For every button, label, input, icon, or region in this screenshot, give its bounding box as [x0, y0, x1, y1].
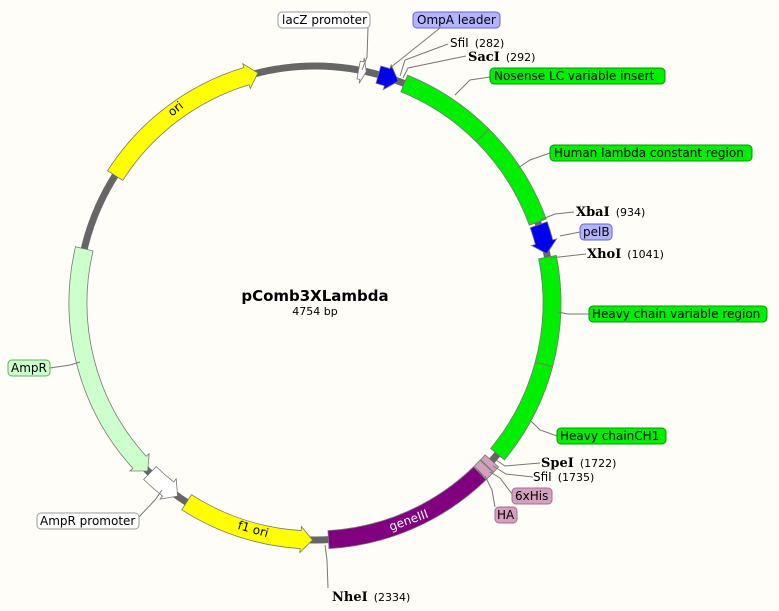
feature-ompa-leader[interactable] — [375, 63, 399, 91]
site-nhei[interactable]: NheI(2334) — [332, 590, 410, 605]
plasmid-length: 4754 bp — [292, 305, 337, 318]
svg-text:NheI(2334): NheI(2334) — [332, 590, 410, 605]
svg-text:HA: HA — [497, 508, 515, 522]
label-ompa-leader[interactable]: OmpA leader — [412, 11, 501, 29]
features — [68, 57, 562, 554]
svg-text:XbaI(934): XbaI(934) — [576, 205, 645, 220]
label-pelb[interactable]: pelB — [579, 223, 613, 241]
feature-heavy-chainch1[interactable] — [490, 361, 554, 461]
label-human-lambda[interactable]: Human lambda constant region — [549, 144, 753, 162]
svg-text:AmpR: AmpR — [11, 361, 47, 375]
svg-text:XhoI(1041): XhoI(1041) — [587, 247, 664, 262]
label-heavy-variable[interactable]: Heavy chain variable region — [588, 305, 768, 323]
label-nosense-lc[interactable]: Nosense LC variable insert — [489, 67, 666, 85]
label-ampr-promoter[interactable]: AmpR promoter — [36, 512, 140, 530]
feature-ampr-promoter[interactable] — [143, 466, 179, 500]
feature-pelb[interactable] — [529, 221, 558, 255]
feature-ha[interactable] — [473, 459, 494, 480]
label-heavy-ch1[interactable]: Heavy chainCH1 — [556, 427, 667, 445]
label-ampr[interactable]: AmpR — [7, 359, 51, 377]
feature-geneiii[interactable] — [327, 466, 487, 550]
leader-lines — [49, 27, 589, 589]
label-lacz-promoter[interactable]: lacZ promoter — [277, 11, 371, 29]
site-sfii-282[interactable]: SfiI(282) — [450, 36, 504, 50]
feature-ori[interactable] — [107, 62, 259, 181]
feature-nosense-lc-variable-insert[interactable] — [400, 74, 490, 143]
site-spei[interactable]: SpeI(1722) — [541, 456, 616, 471]
svg-text:AmpR promoter: AmpR promoter — [40, 514, 135, 528]
site-sfii-1735[interactable]: SfiI(1735) — [533, 470, 594, 484]
svg-text:SacI(292): SacI(292) — [468, 50, 535, 65]
label-6xhis[interactable]: 6xHis — [511, 487, 553, 505]
label-ha[interactable]: HA — [494, 506, 518, 524]
svg-text:SfiI(282): SfiI(282) — [450, 36, 504, 50]
svg-text:Heavy chainCH1: Heavy chainCH1 — [560, 429, 659, 443]
svg-text:6xHis: 6xHis — [515, 489, 548, 503]
svg-text:Nosense LC variable insert: Nosense LC variable insert — [494, 69, 655, 83]
site-xbai[interactable]: XbaI(934) — [576, 205, 645, 220]
site-xhoi[interactable]: XhoI(1041) — [587, 247, 664, 262]
feature-heavy-chain-variable-region[interactable] — [534, 254, 562, 368]
svg-text:pelB: pelB — [583, 225, 610, 239]
plasmid-name: pComb3XLambda — [241, 287, 388, 305]
site-saci[interactable]: SacI(292) — [468, 50, 535, 65]
feature-f1-ori[interactable] — [181, 494, 314, 554]
svg-text:SfiI(1735): SfiI(1735) — [533, 470, 594, 484]
svg-text:SpeI(1722): SpeI(1722) — [541, 456, 616, 471]
feature-human-lambda-constant-region[interactable] — [475, 128, 547, 226]
svg-text:Heavy chain variable region: Heavy chain variable region — [592, 307, 760, 321]
svg-text:Human lambda constant region: Human lambda constant region — [554, 146, 744, 160]
feature-ampr[interactable] — [68, 246, 150, 472]
svg-text:OmpA leader: OmpA leader — [417, 13, 496, 27]
svg-text:lacZ promoter: lacZ promoter — [282, 13, 367, 27]
